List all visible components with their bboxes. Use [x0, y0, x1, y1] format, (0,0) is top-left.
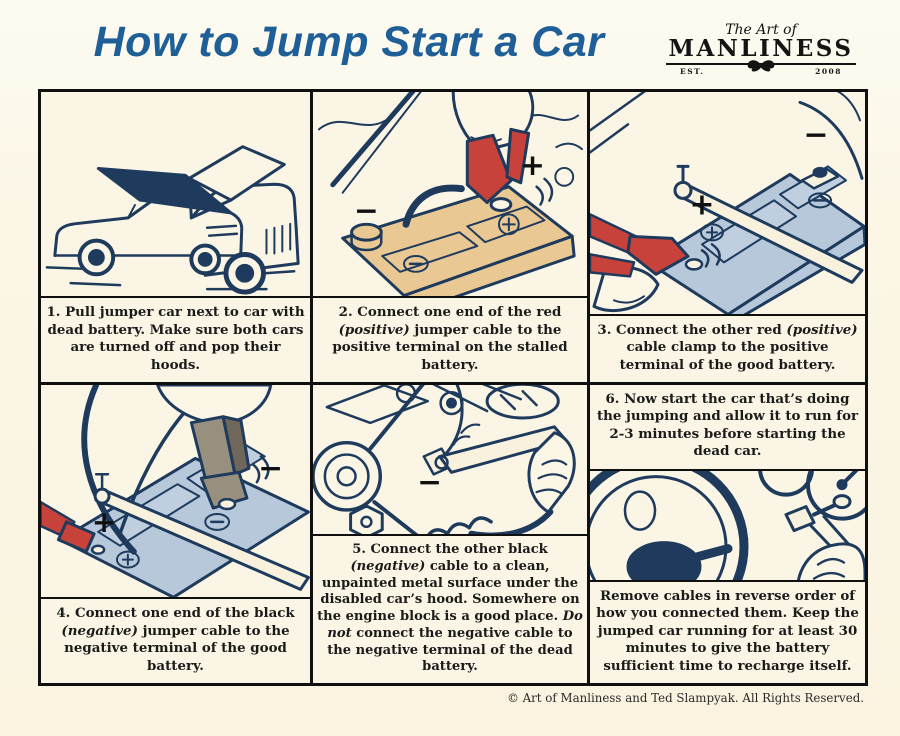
caption-step-5: 5. Connect the other black (negative) ca… [313, 534, 587, 683]
caption-step-6-removal: Remove cables in reverse order of how yo… [590, 579, 865, 683]
caption-text: connect the negative cable to the negati… [327, 625, 573, 675]
mustache-icon [744, 58, 778, 77]
plus-symbol: + [520, 147, 545, 182]
caption-text: Remove cables in reverse order of how yo… [596, 587, 859, 674]
logo-rule: EST. 2008 [666, 60, 856, 81]
caption-italic: (positive) [786, 321, 858, 338]
caption-italic: (negative) [61, 622, 138, 639]
panel-step-6: 6. Now start the car that’s doing the ju… [590, 385, 865, 683]
caption-text: 3. Connect the other red [597, 321, 787, 338]
minus-symbol: − [417, 464, 442, 499]
logo-name: MANLINESS [668, 35, 854, 62]
caption-text: 5. Connect the other black [352, 542, 548, 557]
caption-text: cable clamp to the positive terminal of … [619, 339, 836, 373]
panel-step-3: − + 3. Connect the other red (positive) … [590, 92, 865, 385]
caption-text: 6. Now start the car that’s doing the ju… [596, 391, 859, 460]
steps-grid: 1. Pull jumper car next to car with dead… [38, 89, 868, 686]
caption-text: 2. Connect one end of the red [338, 304, 562, 321]
illustration-red-clamp-good-battery: − + [590, 92, 865, 314]
logo-est-label: EST. [680, 67, 705, 77]
illustration-black-clamp-good-battery: + − [41, 385, 310, 598]
logo-year-label: 2008 [815, 67, 842, 77]
plus-symbol: + [689, 187, 714, 222]
caption-step-2: 2. Connect one end of the red (positive)… [313, 296, 587, 382]
page-title: How to Jump Start a Car [93, 18, 605, 66]
caption-text: jumper cable to the negative terminal of… [64, 622, 290, 674]
panel-step-4: + − 4. Connect one end of the black (neg… [41, 385, 313, 683]
illustration-engine-block-ground: − [313, 385, 587, 534]
panel-step-5: − 5. Connect the other black (negative) … [313, 385, 590, 683]
copyright-notice: © Art of Manliness and Ted Slampyak. All… [507, 691, 864, 705]
plus-symbol: + [92, 505, 117, 540]
illustration-two-cars [41, 92, 310, 296]
minus-symbol: − [803, 117, 828, 152]
caption-text: 1. Pull jumper car next to car with dead… [46, 304, 305, 373]
caption-step-1: 1. Pull jumper car next to car with dead… [41, 296, 310, 382]
caption-step-6: 6. Now start the car that’s doing the ju… [590, 385, 865, 471]
panel-step-2: + − 2. Connect one end of the red (posit… [313, 92, 590, 385]
caption-text: 4. Connect one end of the black [56, 605, 295, 622]
illustration-ignition-key [590, 470, 865, 580]
caption-text: jumper cable to the positive terminal on… [332, 321, 568, 373]
caption-italic: Do not [327, 609, 583, 641]
caption-step-3: 3. Connect the other red (positive) cabl… [590, 313, 865, 382]
logo-tagline: The Art of [725, 22, 797, 38]
caption-italic: (negative) [350, 558, 426, 574]
illustration-red-clamp-stalled-battery: + − [313, 92, 587, 297]
panel-step-1: 1. Pull jumper car next to car with dead… [41, 92, 313, 385]
minus-symbol: − [354, 192, 379, 227]
caption-step-4: 4. Connect one end of the black (negativ… [41, 597, 310, 683]
art-of-manliness-logo: The Art of MANLINESS EST. 2008 [666, 23, 856, 81]
caption-text: cable to a clean, unpainted metal surfac… [317, 558, 580, 624]
minus-symbol: − [258, 451, 283, 486]
caption-italic: (positive) [338, 321, 410, 338]
